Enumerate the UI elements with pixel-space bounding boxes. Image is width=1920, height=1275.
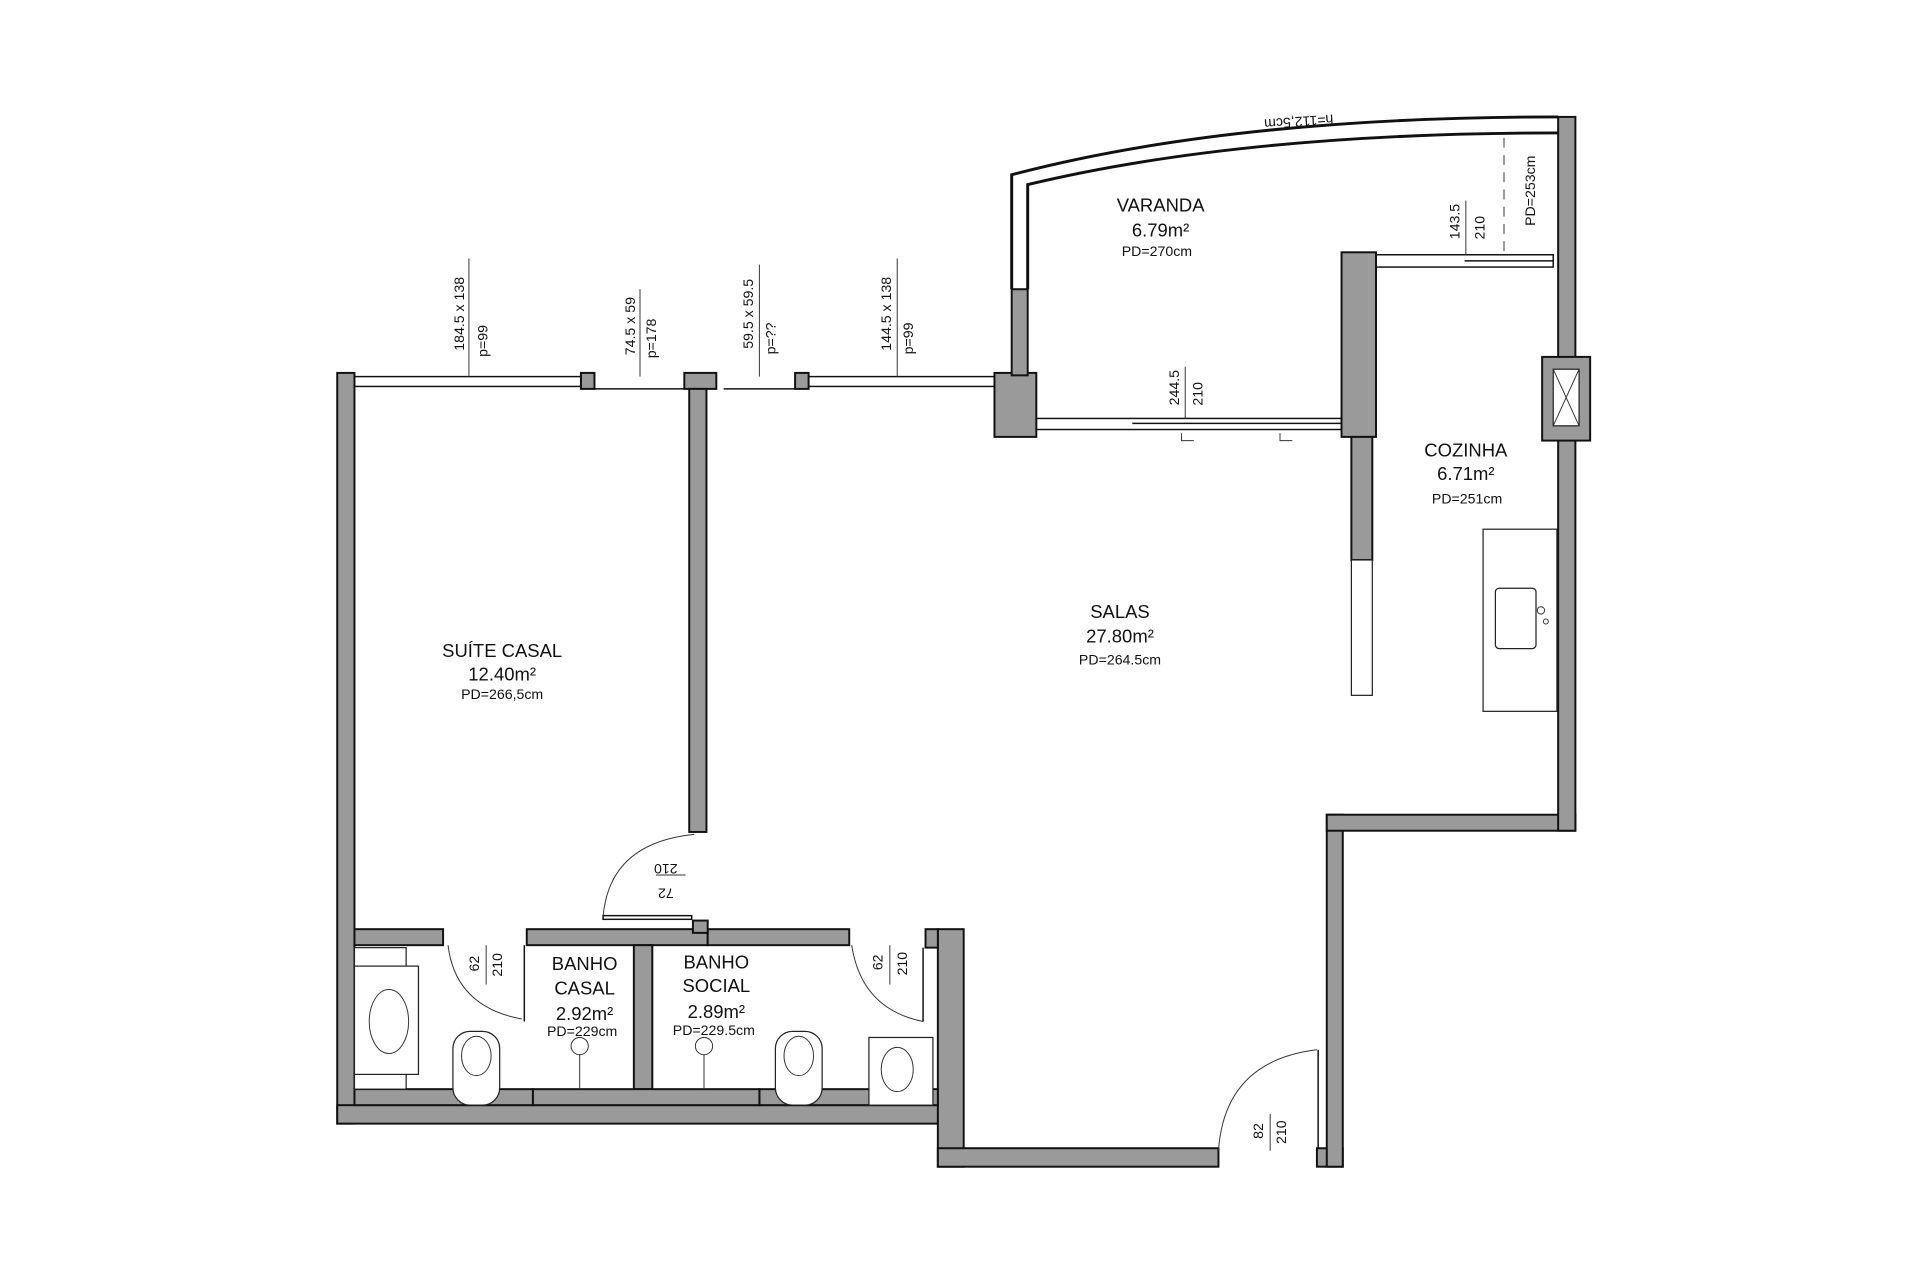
doors [447, 833, 1319, 1151]
window-sill: p=?? [762, 322, 778, 354]
door-width: 82 [1250, 1123, 1266, 1139]
room-area: 2.89m² [688, 1001, 745, 1022]
window-height: 210 [1471, 216, 1487, 240]
door-width: 72 [658, 886, 674, 902]
room-area: 27.80m² [1086, 625, 1154, 646]
room-name: BANHO [683, 952, 749, 973]
window-size: 184.5 x 138 [451, 277, 467, 351]
cozinha-pd: PD=253cm [1522, 156, 1538, 226]
room-cozinha: COZINHA 6.71m² PD=251cm [1424, 440, 1508, 507]
room-area: 2.92m² [556, 1003, 613, 1024]
room-varanda: VARANDA 6.79m² PD=270cm [1117, 195, 1206, 259]
door-height: 210 [654, 861, 678, 877]
room-area: 12.40m² [468, 664, 536, 685]
room-pd: PD=266,5cm [461, 686, 543, 702]
varanda-parapet [1010, 115, 1559, 290]
door-width: 62 [466, 956, 482, 972]
room-name: SALAS [1090, 601, 1150, 622]
room-banho-social: BANHO SOCIAL 2.89m² PD=229.5cm [673, 952, 755, 1038]
window-size: 74.5 x 59 [622, 297, 638, 355]
door-height: 210 [894, 952, 910, 976]
room-name: SOCIAL [682, 975, 750, 996]
parapet-height: h=112,5cm [1264, 112, 1334, 133]
door-height: 210 [489, 953, 505, 977]
window-sill: p=99 [900, 322, 916, 354]
room-pd: PD=229cm [547, 1023, 617, 1039]
window-sill: p=178 [643, 318, 659, 358]
room-area: 6.79m² [1132, 219, 1189, 240]
window-size: 144.5 x 138 [878, 277, 894, 351]
window-labels: 184.5 x 138 p=99 74.5 x 59 p=178 59.5 x … [451, 258, 916, 377]
room-name: BANHO [552, 953, 618, 974]
room-name: SUÍTE CASAL [442, 640, 562, 661]
walls [336, 115, 1592, 1168]
fixtures [353, 528, 1558, 1106]
room-pd: PD=251cm [1432, 490, 1502, 506]
windows [353, 254, 1554, 442]
room-pd: PD=270cm [1122, 243, 1192, 259]
door-height: 210 [1189, 382, 1205, 406]
window-size: 59.5 x 59.5 [740, 279, 756, 349]
room-pd: PD=264.5cm [1079, 652, 1161, 668]
room-name: COZINHA [1424, 440, 1508, 461]
room-suite-casal: SUÍTE CASAL 12.40m² PD=266,5cm [442, 640, 562, 702]
window-sill: p=99 [474, 325, 490, 357]
room-pd: PD=229.5cm [673, 1022, 755, 1038]
room-name: VARANDA [1117, 195, 1206, 216]
opening-labels: 244.5 210 143.5 210 PD=253cm h=112,5cm 7… [466, 112, 1538, 1151]
room-area: 6.71m² [1437, 463, 1494, 484]
room-name: CASAL [554, 977, 615, 998]
room-salas: SALAS 27.80m² PD=264.5cm [1079, 601, 1161, 668]
room-banho-casal: BANHO CASAL 2.92m² PD=229cm [547, 953, 617, 1039]
shaft-icon [1552, 368, 1580, 427]
door-height: 210 [1273, 1120, 1289, 1144]
door-width: 244.5 [1166, 370, 1182, 406]
door-width: 62 [869, 954, 885, 970]
window-width: 143.5 [1447, 204, 1463, 240]
